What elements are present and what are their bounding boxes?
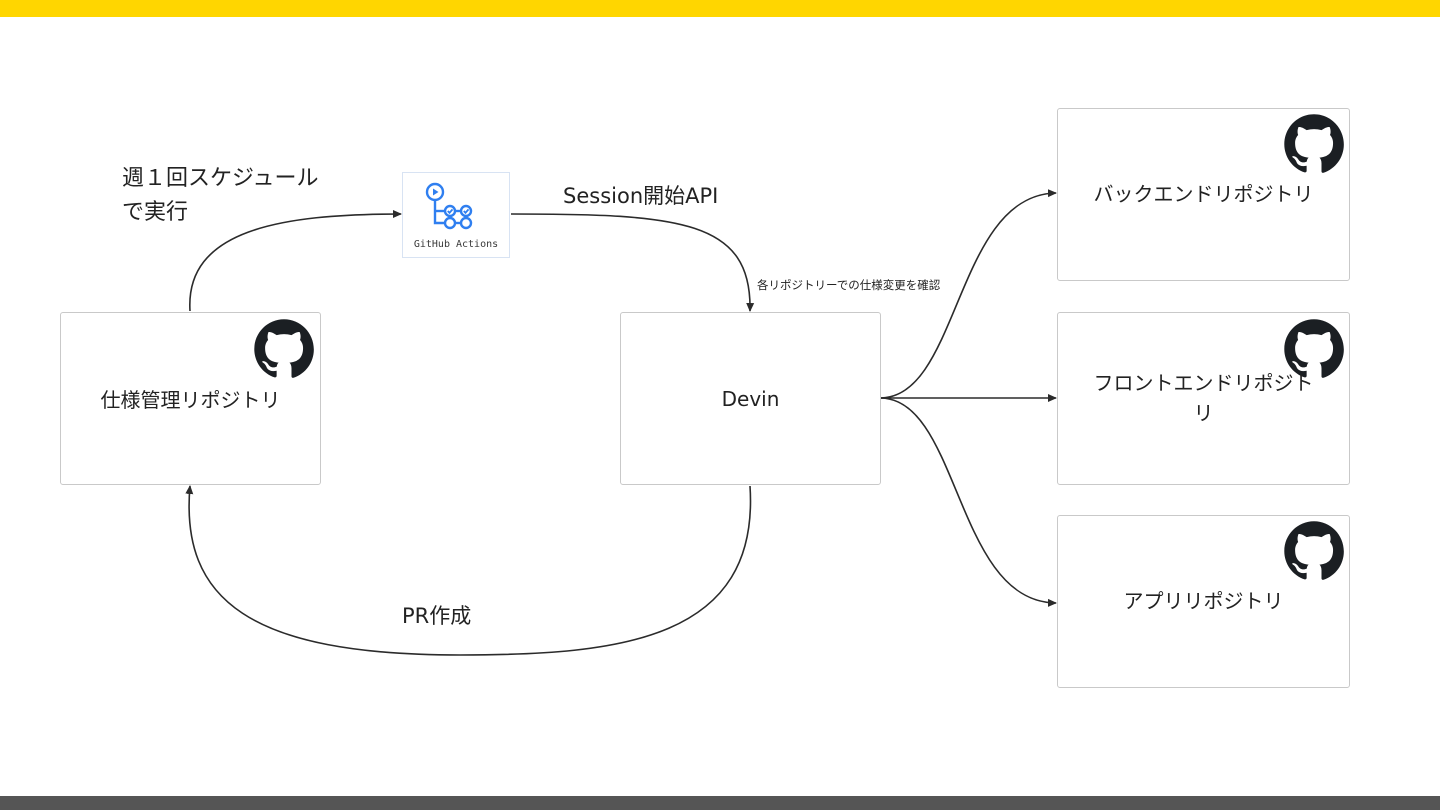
spec-repo-node[interactable]: 仕様管理リポジトリ: [60, 312, 321, 485]
session-api-label: Session開始API: [563, 184, 719, 208]
app-repo-node[interactable]: アプリリポジトリ: [1057, 515, 1350, 688]
schedule-label-line2: で実行: [122, 200, 189, 225]
frontend-repo-label-line2: リ: [1193, 401, 1214, 425]
github-actions-label: GitHub Actions: [413, 239, 499, 250]
edge-devin-to-app: [879, 397, 1057, 607]
pr-create-label: PR作成: [402, 604, 472, 628]
schedule-label-line1: 週１回スケジュール: [122, 166, 319, 191]
edge-schedule-to-actions: [189, 210, 402, 312]
edge-actions-to-devin: [510, 213, 755, 312]
spec-repo-label: 仕様管理リポジトリ: [100, 388, 281, 412]
github-icon: [1283, 113, 1345, 175]
bottom-footer-bar: [0, 796, 1440, 810]
app-repo-label: アプリリポジトリ: [1123, 589, 1284, 613]
edge-devin-to-spec-pr: [185, 485, 752, 656]
github-icon: [253, 318, 315, 380]
backend-repo-node[interactable]: バックエンドリポジトリ: [1057, 108, 1350, 281]
backend-repo-label: バックエンドリポジトリ: [1093, 182, 1314, 206]
top-accent-bar: [0, 0, 1440, 17]
devin-label: Devin: [721, 387, 780, 411]
devin-node[interactable]: Devin: [620, 312, 881, 485]
github-icon: [1283, 318, 1345, 380]
github-icon: [1283, 520, 1345, 582]
github-actions-node[interactable]: GitHub Actions: [402, 172, 510, 258]
github-actions-icon: [423, 179, 479, 235]
edge-devin-to-backend: [879, 189, 1057, 399]
frontend-repo-node[interactable]: フロントエンドリポジト リ: [1057, 312, 1350, 485]
check-changes-label: 各リポジトリーでの仕様変更を確認: [757, 278, 941, 292]
frontend-repo-label-line1: フロントエンドリポジト: [1093, 371, 1314, 395]
